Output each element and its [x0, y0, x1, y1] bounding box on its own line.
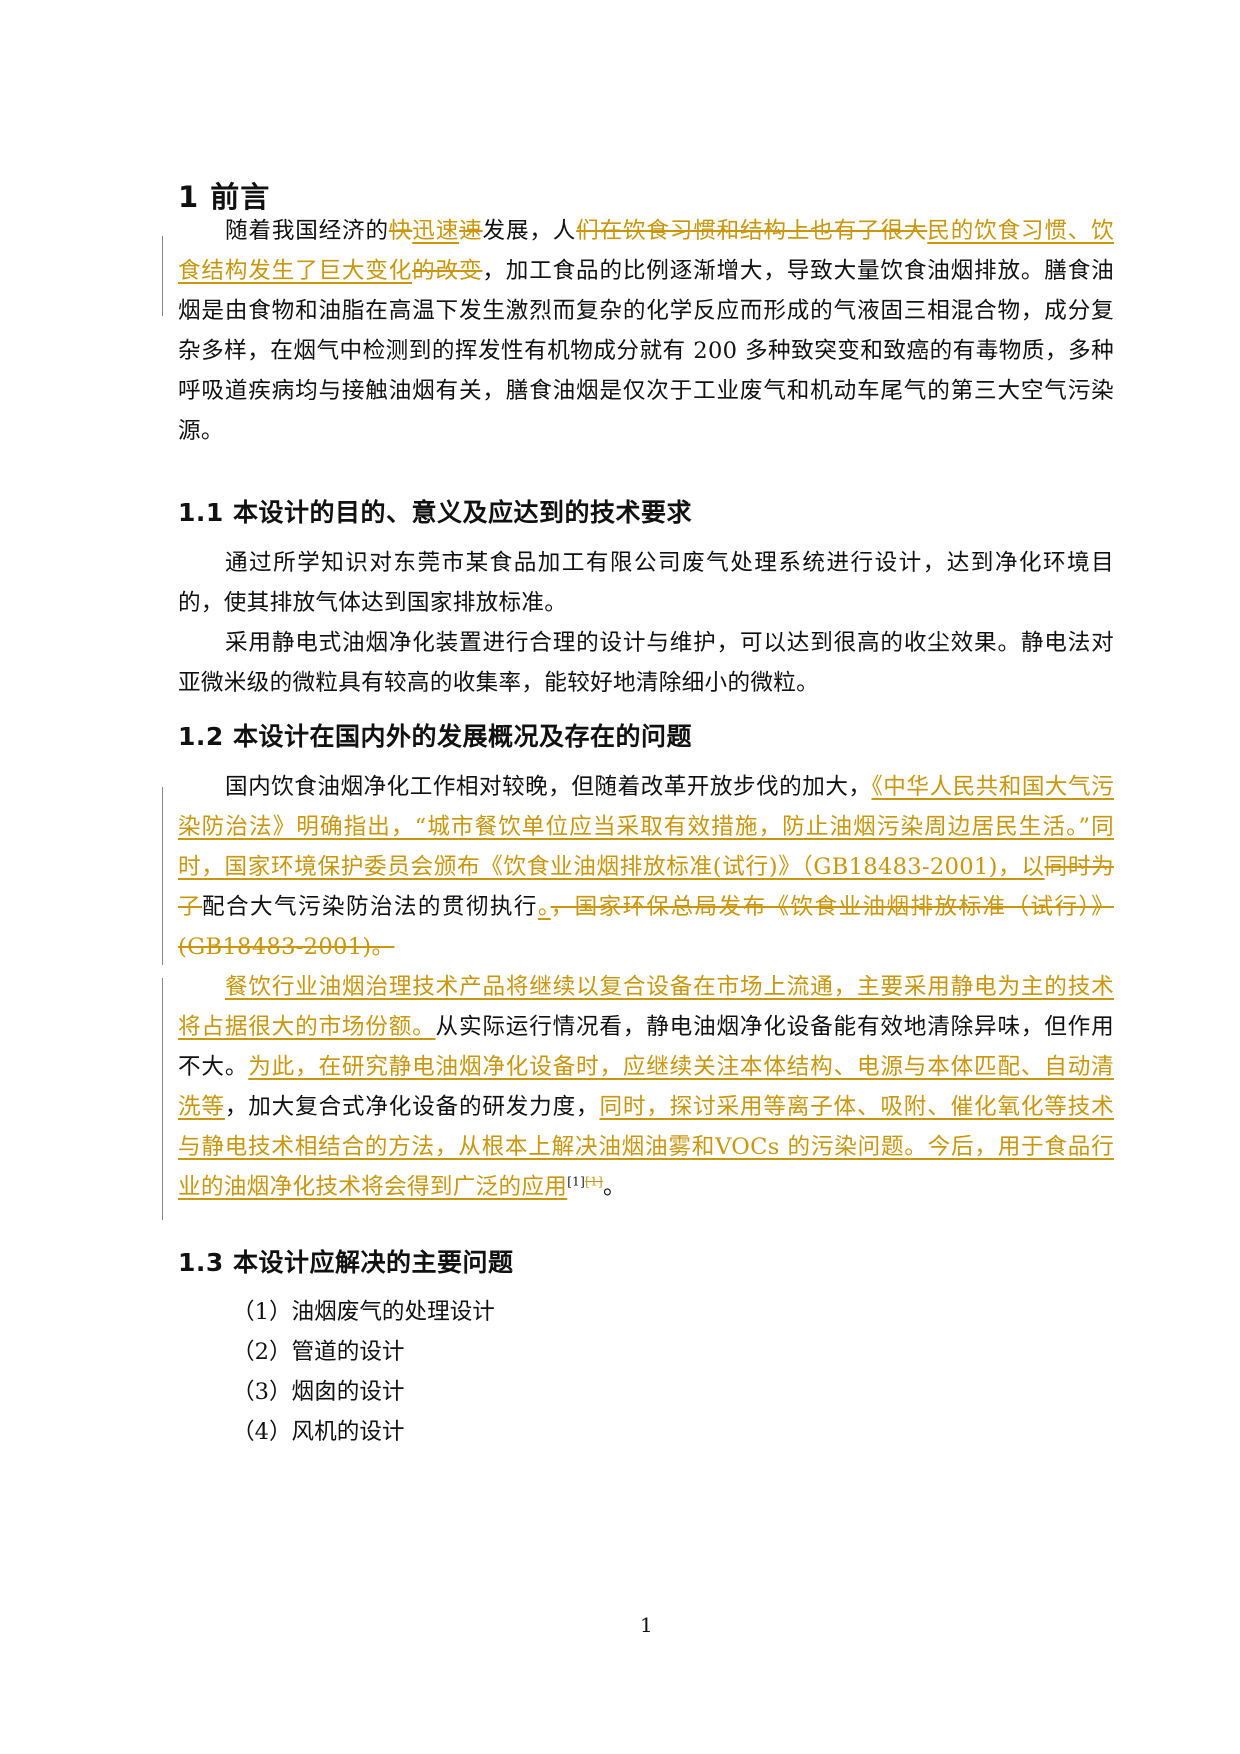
list-item: （3）烟囱的设计 [232, 1379, 405, 1405]
paragraph-method[interactable]: 采用静电式油烟净化装置进行合理的设计与维护，可以达到很高的收尘效果。静电法对亚微… [178, 630, 1114, 696]
change-bar [162, 236, 163, 316]
heading-section-1-3: 1.3 本设计应解决的主要问题 [178, 1248, 514, 1277]
problem-list: （1）油烟废气的处理设计 （2）管道的设计 （3）烟囱的设计 （4）风机的设计 [232, 1292, 495, 1452]
text-run: 随着我国经济的 [225, 218, 389, 244]
change-bar [162, 978, 163, 1220]
deleted-text: 同时为了 [178, 854, 1114, 920]
heading-preface: 1 前言 [178, 180, 271, 214]
heading-section-1-1: 1.1 本设计的目的、意义及应达到的技术要求 [178, 498, 692, 527]
deleted-text: 的改变 [412, 258, 483, 284]
deleted-citation-ref: [1] [585, 1174, 604, 1189]
heading-section-1-2: 1.2 本设计在国内外的发展概况及存在的问题 [178, 722, 692, 751]
text-run: 从实际运行情况看，静电油烟净化设备能有效地清除异味，但作用不大。 [178, 1014, 1114, 1080]
inserted-text: 同时，探讨采用等离子体、吸附、催化氧化等技术与静电技术相结合的方法，从根本上解决… [178, 1094, 1114, 1200]
page-number: 1 [640, 1613, 653, 1637]
list-item: （1）油烟废气的处理设计 [232, 1299, 495, 1325]
inserted-text: 为此，在研究静电油烟净化设备时，应继续关注本体结构、电源与本体匹配、自动清洗等 [178, 1054, 1114, 1120]
change-bar [162, 787, 163, 965]
paragraph-intro[interactable]: 随着我国经济的快迅速速发展，人们在饮食习惯和结构上也有了很大民的饮食习惯、饮食结… [178, 211, 1114, 451]
text-run: ，加工食品的比例逐渐增大，导致大量饮食油烟排放。膳食油烟是由食物和油脂在高温下发… [178, 258, 1115, 444]
text-run: 发展，人 [482, 218, 577, 244]
paragraph-domestic[interactable]: 国内饮食油烟净化工作相对较晚，但随着改革开放步伐的加大，《中华人民共和国大气污染… [178, 767, 1114, 967]
list-item: （2）管道的设计 [232, 1339, 405, 1365]
citation-ref: [1] [567, 1174, 586, 1189]
deleted-text: 们在饮食习惯和结构上也有了很大 [576, 218, 928, 244]
text-run: 国内饮食油烟净化工作相对较晚，但随着改革开放步伐的加大， [225, 774, 872, 800]
inserted-text: 餐饮行业油烟治理技术产品将继续以复合设备在市场上流通，主要采用静电为主的技术将占… [178, 974, 1114, 1040]
paragraph-outlook[interactable]: 餐饮行业油烟治理技术产品将继续以复合设备在市场上流通，主要采用静电为主的技术将占… [178, 967, 1114, 1207]
inserted-text: 迅速 [412, 218, 460, 244]
inserted-text: 民的饮食习惯、饮食结构发生了巨大变化 [178, 218, 1115, 284]
list-item: （4）风机的设计 [232, 1419, 405, 1445]
deleted-text: ，国家环保总局发布《饮食业油烟排放标准（试行）》(GB18483-2001)。 [178, 894, 1115, 960]
paragraph-purpose[interactable]: 通过所学知识对东莞市某食品加工有限公司废气处理系统进行设计，达到净化环境目的，使… [178, 550, 1114, 616]
text-run: 。 [603, 1174, 626, 1200]
text-run: ，加大复合式净化设备的研发力度， [224, 1094, 600, 1120]
deleted-text: 速 [459, 218, 483, 244]
deleted-text: 快 [388, 218, 413, 244]
inserted-text: 《中华人民共和国大气污染防治法》明确指出，“城市餐饮单位应当采取有效措施，防止油… [178, 774, 1115, 880]
text-run: 配合大气污染防治法的贯彻执行 [202, 894, 538, 920]
inserted-text: 。 [537, 894, 551, 920]
